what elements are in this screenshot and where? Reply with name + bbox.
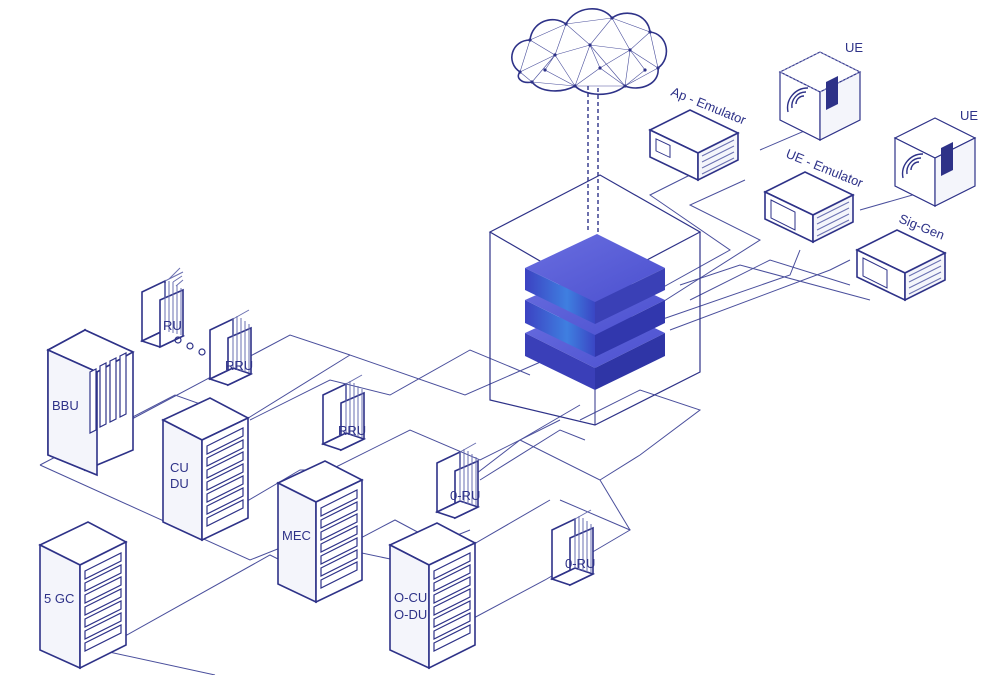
ap-emulator-device: Ap - Emulator (648, 84, 749, 182)
bbu-unit: BBU (46, 328, 135, 477)
rru-2-label: RRU (338, 423, 366, 438)
5gc-rack: 5 GC (38, 521, 128, 670)
cloud-mesh-icon (511, 8, 668, 96)
server-stack-icon (525, 234, 665, 390)
ue-device-2: UE (893, 108, 978, 207)
o-ru-unit-1: 0-RU (434, 442, 480, 520)
o-cu-label: O-CU (394, 590, 427, 605)
rru-unit-2: RRU (320, 374, 366, 452)
wifi-signal-icon (901, 153, 924, 179)
mec-label: MEC (282, 528, 311, 543)
o-ru-2-label: 0-RU (565, 556, 595, 571)
o-ru-1-label: 0-RU (450, 488, 480, 503)
phone-icon (826, 76, 838, 110)
5gc-slots (84, 552, 122, 652)
central-cloud-core (488, 174, 702, 426)
ue-2-label: UE (960, 108, 978, 123)
phone-icon (941, 142, 953, 176)
cu-du-rack: CU DU (161, 397, 250, 542)
ru-label: RU (163, 318, 182, 333)
ue-device-1: UE (778, 40, 863, 141)
wifi-signal-icon (786, 87, 809, 113)
cu-label: CU (170, 460, 189, 475)
mec-rack: MEC (276, 460, 364, 604)
bbu-label: BBU (52, 398, 79, 413)
du-label: DU (170, 476, 189, 491)
mec-slots (320, 489, 358, 589)
o-cu-o-du-rack: O-CU O-DU (388, 522, 477, 670)
ue-1-label: UE (845, 40, 863, 55)
o-cu-o-du-slots (433, 552, 471, 652)
o-ru-unit-2: 0-RU (549, 509, 595, 587)
ru-unit: RU (139, 267, 186, 349)
cu-du-slots (206, 427, 244, 527)
ellipsis-dots (174, 336, 206, 356)
rru-1-label: RRU (225, 358, 253, 373)
5gc-label: 5 GC (44, 591, 74, 606)
rru-unit-1: RRU (207, 309, 253, 387)
sig-gen-device: Sig-Gen (855, 211, 947, 302)
cloud-uplink (587, 86, 599, 240)
ue-emulator-device: UE - Emulator (763, 146, 866, 244)
o-du-label: O-DU (394, 607, 427, 622)
